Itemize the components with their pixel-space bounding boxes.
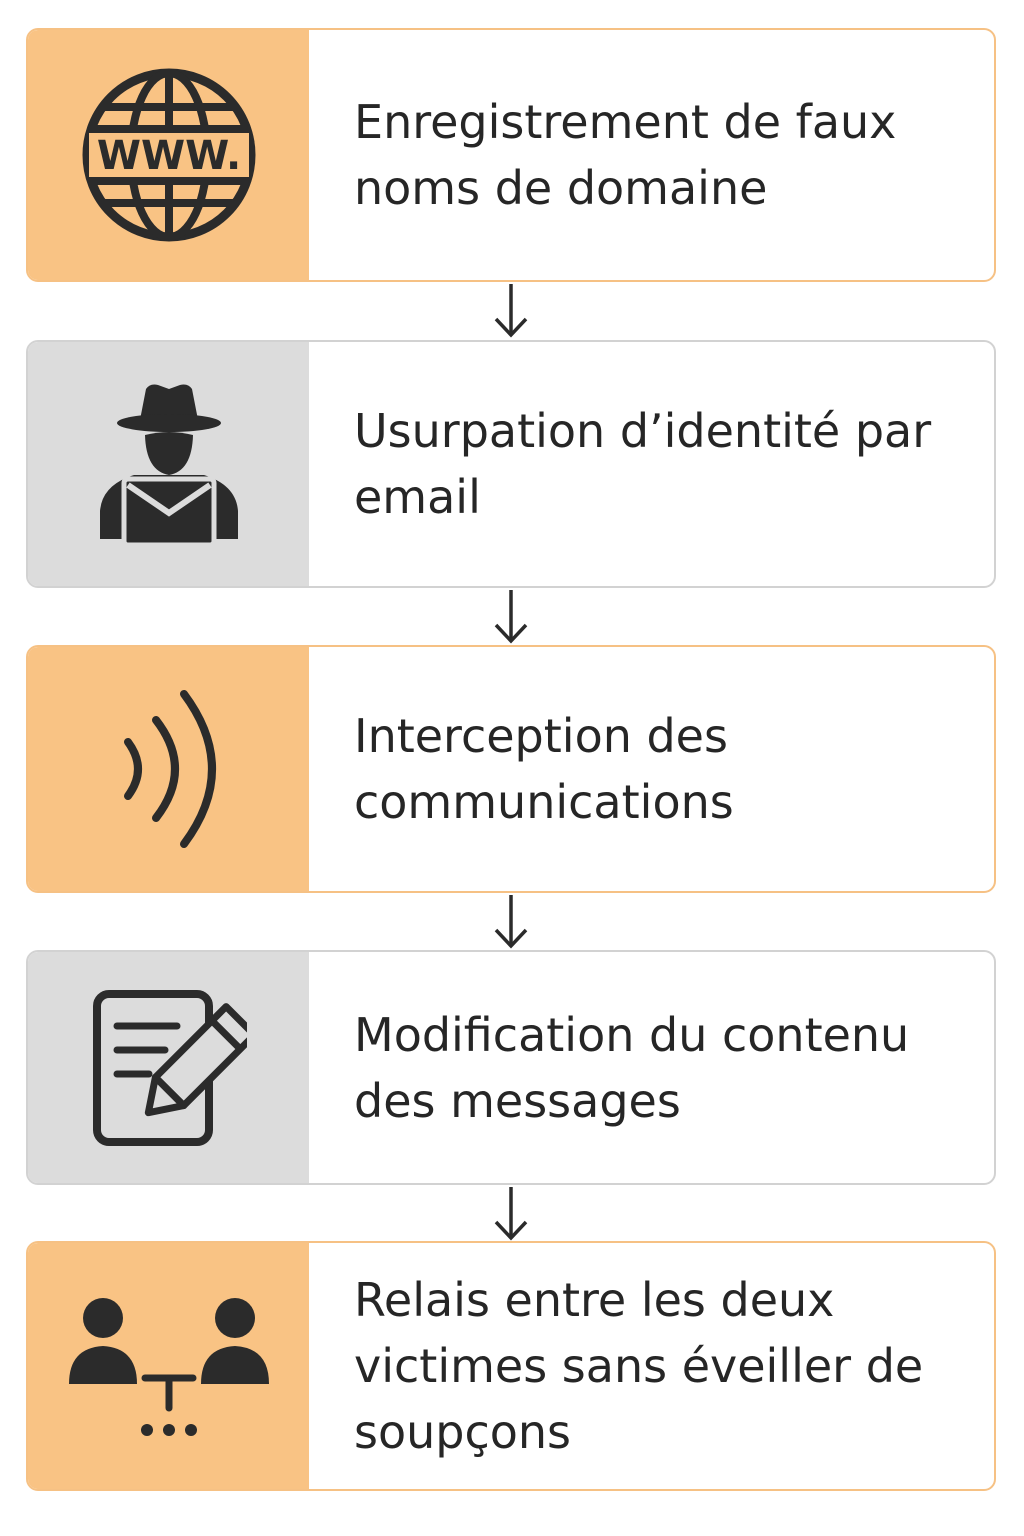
document-pencil-icon: [92, 989, 247, 1146]
step-2-icon-panel: [28, 342, 309, 586]
arrow-down-icon: [494, 590, 528, 644]
step-3-label: Interception des communications: [354, 709, 734, 829]
www-globe-icon: WWW.: [82, 68, 255, 242]
step-1-domain-registration: WWW. Enregistrement de faux noms de doma…: [26, 28, 996, 282]
step-5-relay-between-victims: Relais entre les deux victimes sans évei…: [26, 1241, 996, 1491]
step-1-label: Enregistrement de faux noms de domaine: [354, 95, 897, 215]
step-2-label-area: Usurpation d’identité par email: [309, 342, 994, 586]
arrow-down-icon: [494, 284, 528, 338]
signal-waves-icon: [123, 690, 216, 848]
hacker-email-icon: [99, 384, 238, 547]
step-2-label: Usurpation d’identité par email: [354, 404, 932, 524]
step-4-label-area: Modification du contenu des messages: [309, 952, 994, 1183]
step-1-label-area: Enregistrement de faux noms de domaine: [309, 30, 994, 280]
step-3-label-area: Interception des communications: [309, 647, 994, 891]
arrow-down-icon: [494, 895, 528, 949]
step-5-icon-panel: [28, 1243, 309, 1489]
www-text: WWW.: [96, 133, 240, 179]
step-4-label: Modification du contenu des messages: [354, 1007, 910, 1128]
step-4-message-modification: Modification du contenu des messages: [26, 950, 996, 1185]
step-3-interception: Interception des communications: [26, 645, 996, 893]
step-2-email-spoofing: Usurpation d’identité par email: [26, 340, 996, 588]
two-people-relay-icon: [68, 1298, 269, 1436]
step-5-label: Relais entre les deux victimes sans évei…: [354, 1273, 924, 1459]
step-5-label-area: Relais entre les deux victimes sans évei…: [309, 1243, 994, 1489]
step-3-icon-panel: [28, 647, 309, 891]
arrow-down-icon: [494, 1187, 528, 1241]
step-1-icon-panel: WWW.: [28, 30, 309, 280]
step-4-icon-panel: [28, 952, 309, 1183]
